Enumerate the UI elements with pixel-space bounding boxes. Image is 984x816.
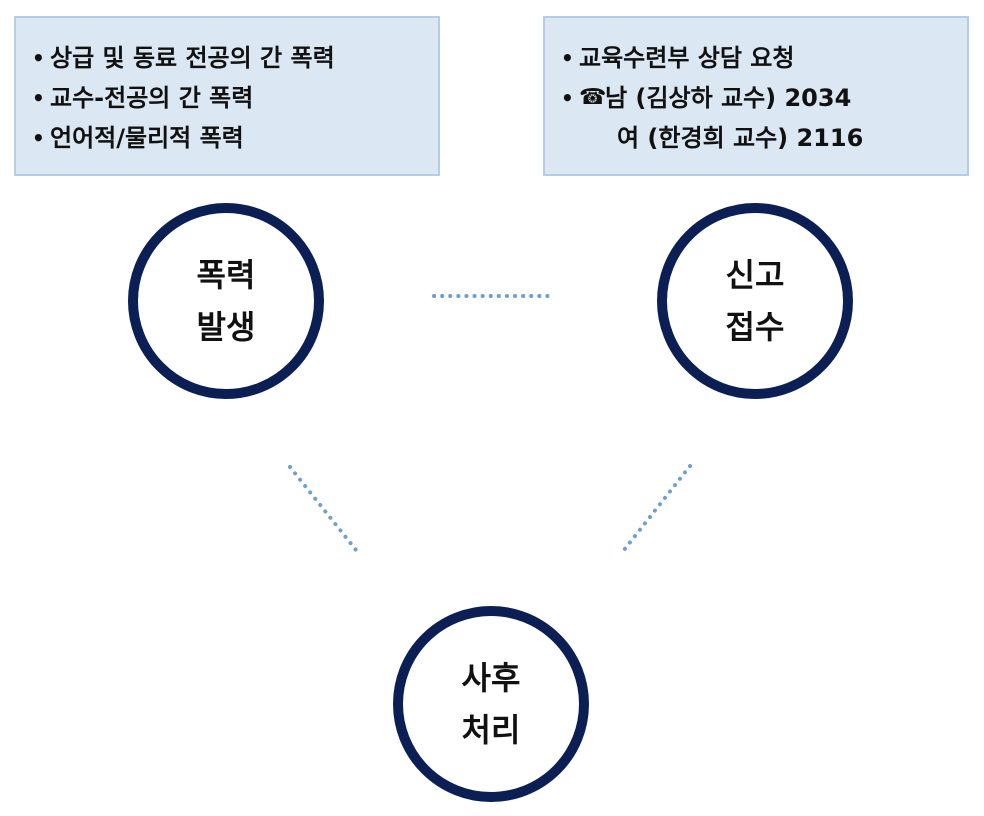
phone-female-contact: 여 (한경희 교수) 2116 [617, 124, 864, 152]
counsel-request-text: 교육수련부 상담 요청 [579, 44, 795, 72]
contact-list: • 교육수련부 상담 요청 • ☎ 남 (김상하 교수) 2034 여 (한경희… [561, 38, 951, 158]
list-item-text: 교수-전공의 간 폭력 [50, 84, 254, 112]
node-follow-up: 사후 처리 [393, 606, 589, 802]
node-label-line2: 처리 [461, 711, 521, 749]
list-item: • ☎ 남 (김상하 교수) 2034 [561, 78, 951, 118]
list-item: • 교육수련부 상담 요청 [561, 38, 951, 78]
list-item-text: 상급 및 동료 전공의 간 폭력 [50, 44, 335, 72]
node-violence-occurrence: 폭력 발생 [128, 203, 324, 399]
bullet-icon: • [561, 86, 574, 110]
info-box-contact: • 교육수련부 상담 요청 • ☎ 남 (김상하 교수) 2034 여 (한경희… [543, 16, 969, 176]
phone-male-contact: 남 (김상하 교수) 2034 [605, 84, 852, 112]
list-item: • 상급 및 동료 전공의 간 폭력 [32, 38, 422, 78]
list-item: • 교수-전공의 간 폭력 [32, 78, 422, 118]
bullet-icon: • [32, 46, 45, 70]
node-label-line1: 신고 [725, 256, 785, 294]
info-box-violence-types: • 상급 및 동료 전공의 간 폭력 • 교수-전공의 간 폭력 • 언어적/물… [14, 16, 440, 176]
node-label-line2: 발생 [196, 308, 256, 346]
list-item: • 언어적/물리적 폭력 [32, 118, 422, 158]
bullet-icon: • [561, 46, 574, 70]
list-item: 여 (한경희 교수) 2116 [561, 118, 951, 158]
connector-violence-followup [288, 465, 358, 552]
node-label-line1: 사후 [461, 659, 521, 697]
node-label-line2: 접수 [725, 308, 785, 346]
connector-report-followup [622, 464, 692, 552]
bullet-icon: • [32, 126, 45, 150]
node-report-received: 신고 접수 [657, 203, 853, 399]
bullet-icon: • [32, 86, 45, 110]
list-item-text: 언어적/물리적 폭력 [50, 124, 244, 152]
phone-icon: ☎ [579, 85, 607, 110]
violence-types-list: • 상급 및 동료 전공의 간 폭력 • 교수-전공의 간 폭력 • 언어적/물… [32, 38, 422, 158]
node-label-line1: 폭력 [196, 256, 256, 294]
